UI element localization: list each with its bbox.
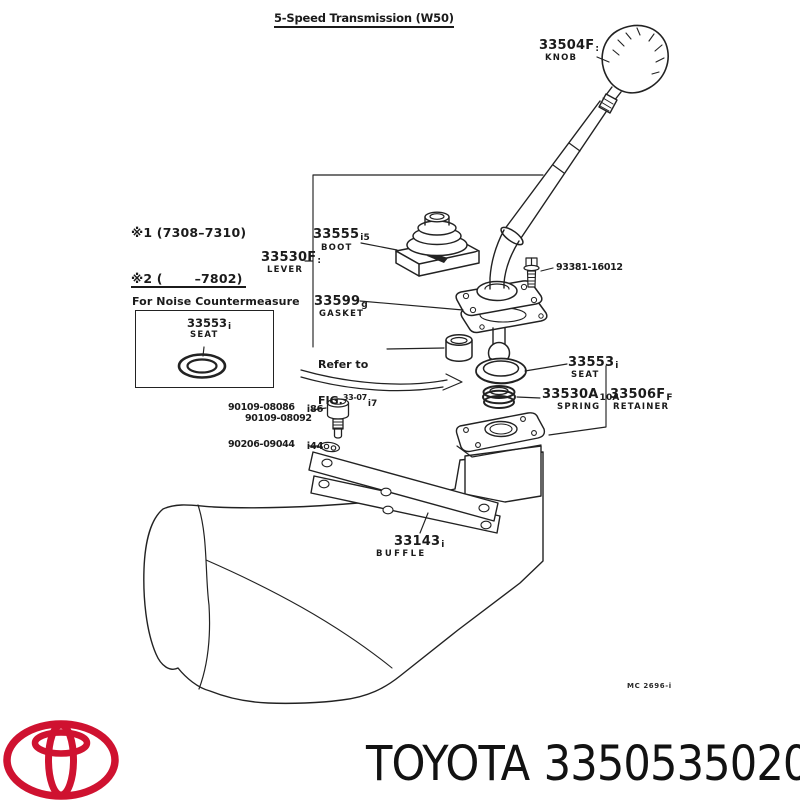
spring-drawing <box>482 385 516 409</box>
lever-part-number: 33530F: <box>261 250 322 266</box>
footer-brand: TOYOTA <box>366 736 530 792</box>
drawing-code: MC 2696-i <box>627 682 672 690</box>
noise-countermeasure-box <box>135 310 274 388</box>
noise-countermeasure-title: For Noise Countermeasure <box>132 295 300 308</box>
refer-to-note: Refer to FIG.33-07i7 <box>318 358 378 409</box>
noise-seat-oring-drawing <box>177 353 227 379</box>
noise-seat-part-name: SEAT <box>190 330 219 340</box>
bolt-part-number: 93381-16012 <box>556 262 623 273</box>
footnote-box: ※1 (7308–7310) ※2 ( –7802) <box>131 192 247 322</box>
knob-part-number: 33504F: <box>539 38 600 54</box>
toyota-logo <box>2 720 122 800</box>
knob-drawing <box>598 24 669 114</box>
boot-part-name: BOOT <box>321 243 353 253</box>
retainer-part-name: RETAINER <box>613 402 670 412</box>
leader-lines <box>202 56 610 534</box>
lever-part-name: LEVER <box>267 265 304 275</box>
seat-part-number: 33553i <box>568 355 619 371</box>
seat-ring-drawing <box>475 357 527 385</box>
plug-bolt-alt-number: 90109-08092 <box>245 413 312 424</box>
baffle-plate-drawing <box>308 451 501 534</box>
pointer-arrow <box>300 369 463 392</box>
bolt-90109-drawing <box>326 398 350 439</box>
seat-part-name: SEAT <box>571 370 600 380</box>
boot-drawing <box>395 211 480 277</box>
gasket-part-name: GASKET <box>319 309 365 319</box>
footer-part-number: 3350535020 <box>543 736 800 792</box>
bushing-drawing <box>445 334 473 362</box>
footnote-line-2: ※2 ( –7802) <box>131 272 247 289</box>
gasket-part-number: 33599g <box>314 294 368 310</box>
baffle-part-name: BUFFLE <box>376 549 427 559</box>
knob-part-name: KNOB <box>545 53 578 63</box>
spring-part-number: 33530A10A <box>542 387 620 403</box>
clip-90206-drawing <box>319 441 341 453</box>
spring-part-name: SPRING <box>557 402 601 412</box>
lever-shaft-drawing <box>489 100 611 290</box>
noise-seat-part-number: 33553i <box>187 316 232 332</box>
retainer-tower-drawing <box>455 412 546 503</box>
bolt-93381-drawing <box>523 257 540 288</box>
boot-part-number: 33555i5 <box>313 227 370 243</box>
footnote-line-1: ※1 (7308–7310) <box>131 224 247 240</box>
baffle-part-number: 33143i <box>394 534 445 550</box>
page-title: 5-Speed Transmission (W50) <box>274 12 454 29</box>
retainer-part-number: 33506FF <box>610 387 673 403</box>
